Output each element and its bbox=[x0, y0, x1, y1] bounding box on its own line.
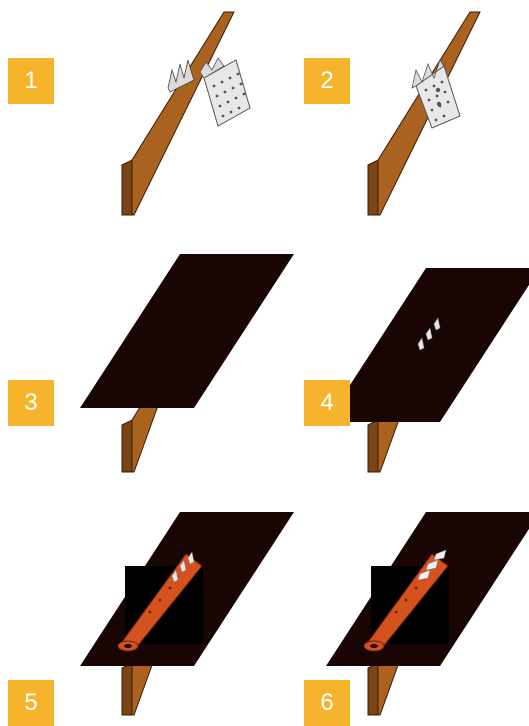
step-1-panel: 1 bbox=[0, 0, 264, 238]
timber-side bbox=[368, 160, 378, 215]
timber-side bbox=[122, 663, 132, 715]
step-5-panel: 5 bbox=[0, 476, 264, 715]
roof-membrane bbox=[326, 268, 529, 422]
timber-with-fixed-plate-icon bbox=[246, 0, 529, 238]
step-4-badge: 4 bbox=[304, 380, 350, 426]
timber-side bbox=[122, 160, 132, 215]
timber-side bbox=[122, 420, 132, 472]
timber-side bbox=[368, 420, 378, 472]
timber-with-membrane-icon bbox=[0, 238, 264, 476]
membrane-with-fixed-anchor-icon bbox=[246, 476, 529, 715]
timber-side bbox=[368, 663, 378, 715]
step-4-panel: 4 bbox=[246, 238, 529, 476]
step-6-badge: 6 bbox=[304, 680, 350, 726]
step-3-panel: 3 bbox=[0, 238, 264, 476]
step-6-panel: 6 bbox=[246, 476, 529, 715]
membrane-with-teeth-icon bbox=[246, 238, 529, 476]
step-5-badge: 5 bbox=[8, 680, 54, 726]
step-2-panel: 2 bbox=[246, 0, 529, 238]
timber-with-plate-icon bbox=[0, 0, 264, 238]
